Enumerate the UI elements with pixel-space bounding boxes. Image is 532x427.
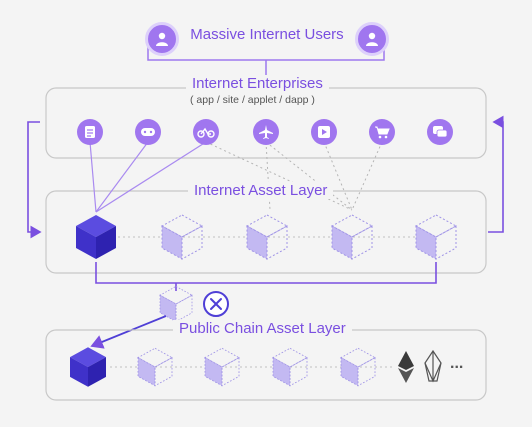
right-loop-arrow — [488, 115, 504, 233]
enterprises-subtitle: ( app / site / applet / dapp ) — [190, 94, 315, 106]
cart-icon — [369, 119, 395, 145]
public-main-cube — [70, 347, 106, 387]
user-icon — [355, 22, 389, 56]
asset-bracket — [95, 262, 437, 284]
public-cube — [340, 347, 376, 387]
public-chain-title: Public Chain Asset Layer — [173, 320, 352, 337]
video-icon — [311, 119, 337, 145]
chat-icon — [427, 119, 453, 145]
airplane-icon — [253, 119, 279, 145]
link-bike-cube — [95, 141, 207, 213]
tools-icon — [203, 291, 229, 317]
asset-cube — [415, 214, 457, 260]
gamepad-icon — [135, 119, 161, 145]
document-icon — [77, 119, 103, 145]
public-cube — [204, 347, 240, 387]
asset-cube — [331, 214, 373, 260]
enterprises-title: Internet Enterprises — [186, 75, 329, 92]
asset-cube — [161, 214, 203, 260]
user-icon — [145, 22, 179, 56]
eos-icon — [424, 349, 442, 383]
users-title: Massive Internet Users — [190, 26, 344, 43]
link-game-cube — [95, 141, 149, 213]
asset-layer-title: Internet Asset Layer — [188, 182, 334, 199]
dotted-links — [205, 141, 383, 211]
bridge-arrow — [90, 315, 167, 349]
asset-cube — [246, 214, 288, 260]
users-bracket — [147, 40, 385, 61]
public-chain-box — [45, 329, 487, 401]
left-loop-arrow — [27, 121, 42, 239]
ethereum-icon — [398, 351, 414, 383]
main-asset-cube — [76, 215, 116, 259]
more-ellipsis: ... — [450, 355, 464, 372]
link-doc-cube — [89, 141, 97, 213]
bicycle-icon — [193, 119, 219, 145]
